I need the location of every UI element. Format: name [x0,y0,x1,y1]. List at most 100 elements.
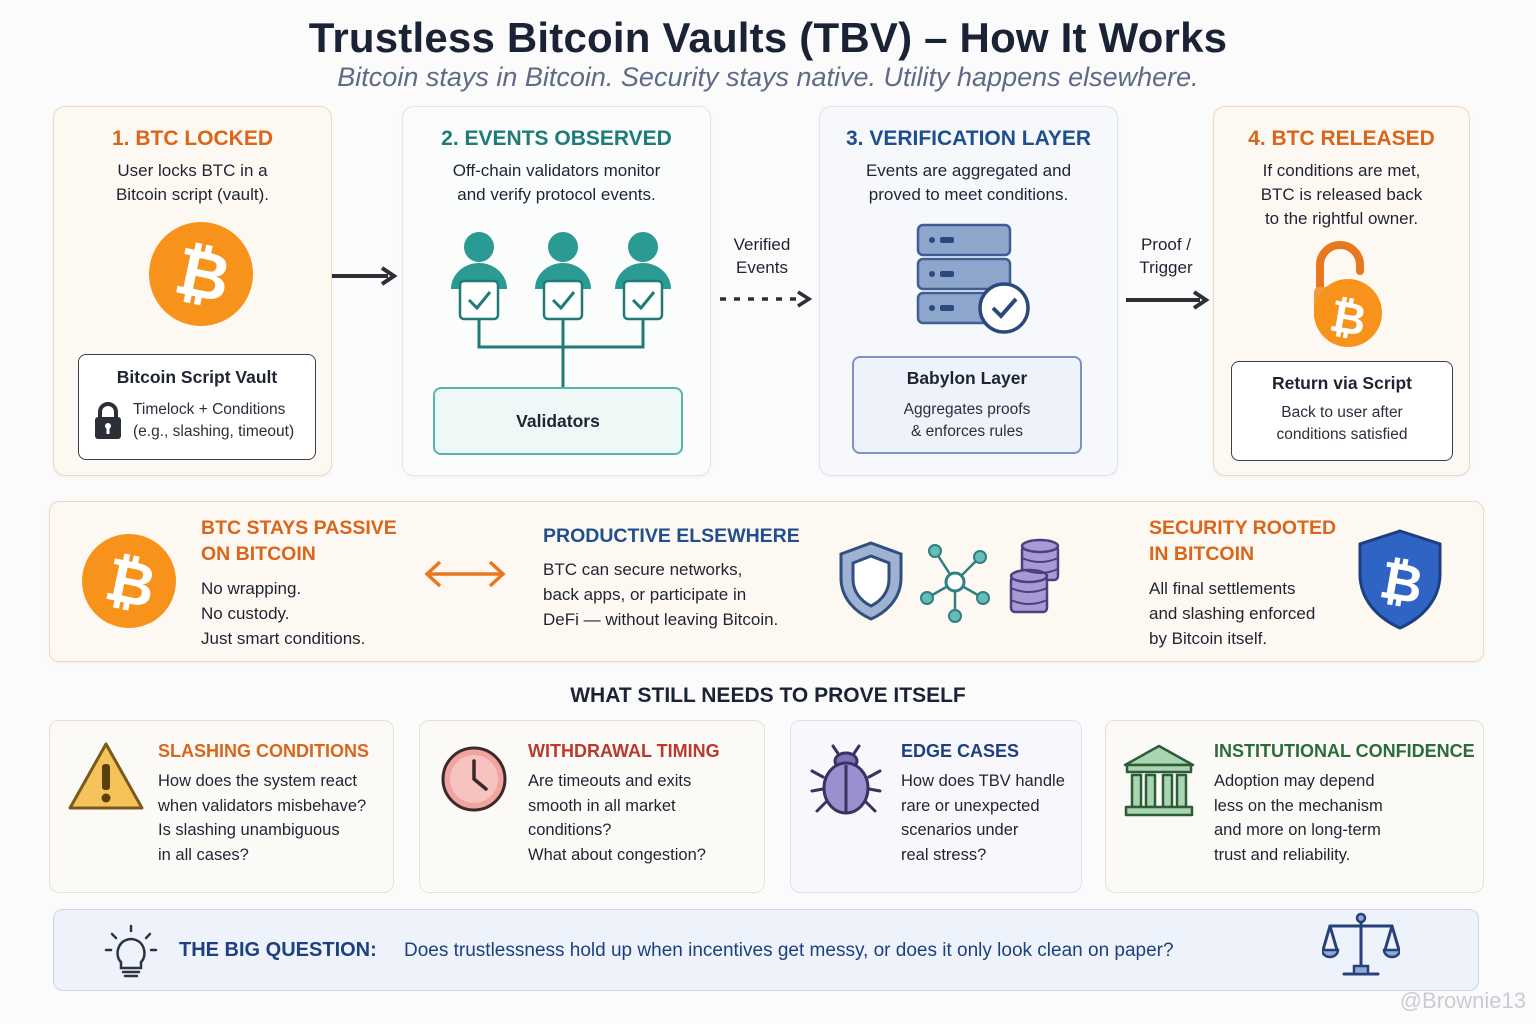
watermark: @Brownie13 [1399,988,1526,1013]
arrow-label-proof-trigger: Proof / Trigger [1118,233,1214,279]
validators-box: Validators [433,387,683,455]
arrow-right-icon [1126,290,1210,310]
network-nodes-icon [920,544,990,623]
step-desc: If conditions are met, BTC is released b… [1214,159,1469,231]
bitcoin-coin-icon: ₿ [82,534,176,628]
text-line: rare or unexpected [901,796,1040,815]
passive-text: No wrapping. No custody. Just smart cond… [201,576,365,651]
productive-text: BTC can secure networks, back apps, or p… [543,557,778,632]
heading-line: IN BITCOIN [1149,543,1255,565]
desc-line: and verify protocol events. [457,185,656,204]
text-line: No wrapping. [201,579,302,598]
security-text: All final settlements and slashing enfor… [1149,576,1315,651]
heading-line: ON BITCOIN [201,543,316,565]
page-subtitle: Bitcoin stays in Bitcoin. Security stays… [337,62,1199,92]
box-text: Back to user after conditions satisfied [1232,402,1452,446]
text-line: conditions? [528,821,612,839]
page-title: Trustless Bitcoin Vaults (TBV) – How It … [308,14,1228,61]
text-line: What about congestion? [528,845,706,864]
arrow-right-icon [332,266,398,286]
box-title: Return via Script [1271,373,1413,393]
box-text: Aggregates proofs & enforces rules [854,399,1080,443]
step-card-events-observed: 2. EVENTS OBSERVED Off-chain validators … [402,106,711,476]
box-title: Bitcoin Script Vault [116,367,278,387]
box-text: Timelock + Conditions (e.g., slashing, t… [133,399,303,443]
step-title: 4. BTC RELEASED [1248,127,1435,150]
step-card-btc-released: 4. BTC RELEASED If conditions are met, B… [1213,106,1470,476]
step-title: 1. BTC LOCKED [111,127,273,150]
svg-text:₿: ₿ [1326,291,1370,345]
step-card-verification-layer: 3. VERIFICATION LAYER Events are aggrega… [819,106,1118,476]
big-question-banner: THE BIG QUESTION: Does trustlessness hol… [53,909,1479,991]
desc-line: BTC is released back [1260,185,1423,204]
text-line: and slashing enforced [1149,604,1316,623]
heading-line: SECURITY ROOTED [1149,517,1337,539]
question-text: Adoption may depend less on the mechanis… [1214,769,1383,867]
bitcoin-shield-icon: ₿ [1358,529,1442,630]
box-title: Validators [516,411,600,431]
server-check-icon [916,223,1030,334]
step-desc: Events are aggregated and proved to meet… [820,159,1117,207]
bug-icon [810,744,882,815]
double-arrow-icon [424,560,506,588]
question-text: Are timeouts and exits smooth in all mar… [528,769,706,867]
passive-heading: BTC STAYS PASSIVE ON BITCOIN [201,515,397,567]
arrow-label-line: Trigger [1139,258,1193,277]
text-line: and more on long-term [1214,821,1381,839]
big-question-text: Does trustlessness hold up when incentiv… [404,940,1174,961]
babylon-layer-box: Babylon Layer Aggregates proofs & enforc… [852,356,1082,454]
text-line: BTC can secure networks, [543,560,743,579]
balance-scale-icon [1322,912,1400,976]
desc-line: to the rightful owner. [1264,209,1419,228]
question-title: EDGE CASES [901,741,1020,761]
validators-network-icon [451,232,671,387]
text-line: back apps, or participate in [543,585,747,604]
desc-line: If conditions are met, [1262,161,1421,180]
step-card-btc-locked: 1. BTC LOCKED User locks BTC in a Bitcoi… [53,106,332,476]
text-line: scenarios under [901,821,1019,839]
text-line: Is slashing unambiguous [158,821,340,839]
security-heading: SECURITY ROOTED IN BITCOIN [1149,515,1336,567]
text-line: All final settlements [1149,579,1296,598]
productive-heading: PRODUCTIVE ELSEWHERE [543,525,800,547]
text-line: when validators misbehave? [158,796,367,815]
question-card-slashing: SLASHING CONDITIONS How does the system … [49,720,394,893]
desc-line: User locks BTC in a [117,161,268,180]
question-card-withdrawal: WITHDRAWAL TIMING Are timeouts and exits… [419,720,765,893]
question-title: WITHDRAWAL TIMING [528,741,720,761]
step-desc: Off-chain validators monitor and verify … [403,159,710,207]
dotted-arrow-icon [720,290,813,308]
box-line: Timelock + Conditions [133,401,286,418]
text-line: No custody. [201,604,290,623]
desc-line: Off-chain validators monitor [452,161,661,180]
question-title: SLASHING CONDITIONS [158,741,370,761]
text-line: real stress? [901,845,987,864]
desc-line: proved to meet conditions. [868,185,1069,204]
bank-icon [1123,744,1195,817]
text-line: How does TBV handle [901,772,1065,790]
unlocked-bitcoin-icon: ₿ [1314,241,1382,347]
arrow-label-line: Events [736,258,788,277]
box-line: & enforces rules [911,423,1023,440]
clock-icon [441,746,507,812]
desc-line: Events are aggregated and [865,161,1072,180]
text-line: in all cases? [158,845,249,864]
text-line: Adoption may depend [1214,772,1375,790]
step-title: 3. VERIFICATION LAYER [845,127,1092,150]
text-line: less on the mechanism [1214,796,1383,815]
big-question-label: THE BIG QUESTION: [179,939,377,961]
question-title: INSTITUTIONAL CONFIDENCE [1214,741,1475,761]
text-line: smooth in all market [528,796,676,815]
bitcoin-script-vault-box: Bitcoin Script Vault Timelock + Conditio… [78,354,316,460]
lightbulb-icon [104,924,158,978]
box-title: Babylon Layer [906,368,1028,388]
text-line: DeFi — without leaving Bitcoin. [543,610,779,629]
coin-stacks-icon [1009,538,1060,614]
heading-line: BTC STAYS PASSIVE [201,517,397,539]
question-card-institutional: INSTITUTIONAL CONFIDENCE Adoption may de… [1105,720,1484,893]
bitcoin-coin-icon: ₿ [149,222,253,326]
question-text: How does the system react when validator… [158,769,366,867]
step-title: 2. EVENTS OBSERVED [441,127,672,150]
desc-line: Bitcoin script (vault). [115,185,270,204]
padlock-icon [95,402,121,439]
